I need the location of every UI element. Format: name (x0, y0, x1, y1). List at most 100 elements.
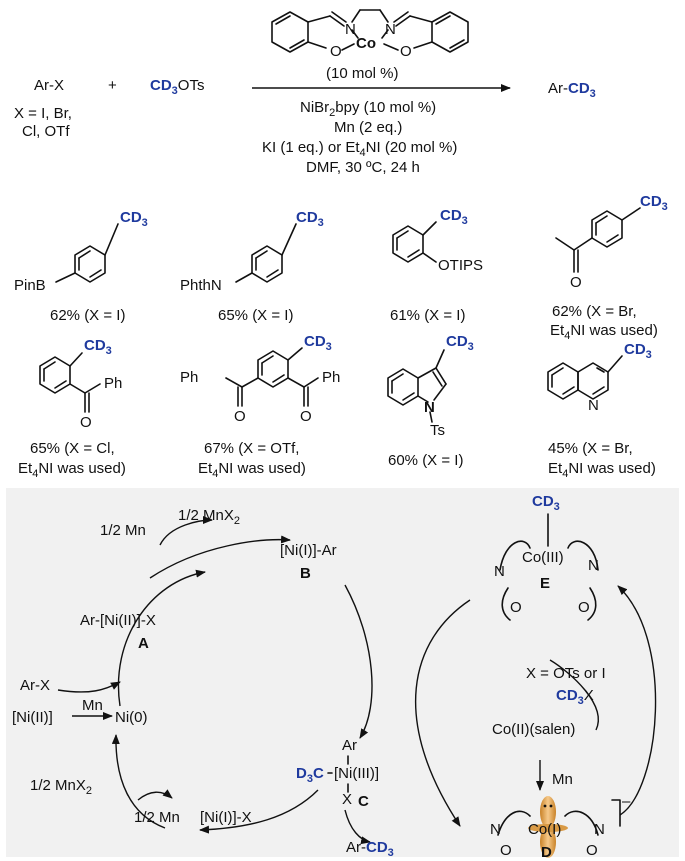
co1-n-left: N (490, 821, 501, 838)
product-4-cd3: CD3 (640, 193, 668, 213)
species-co2salen: Co(II)(salen) (492, 721, 575, 738)
product-7-yield: 60% (X = I) (388, 452, 463, 469)
label-b: B (300, 565, 311, 582)
catalyst-loading: (10 mol %) (326, 65, 399, 82)
product-1-pinb: PinB (14, 277, 46, 294)
reactant-note-line2: Cl, OTf (22, 123, 70, 140)
product-6-o-right: O (300, 408, 312, 425)
reactant-note-line1: X = I, Br, (14, 105, 72, 122)
reaction-header: Ar-X X = I, Br, Cl, OTf + CD3OTs N N (14, 9, 596, 176)
reactant-ar-x: Ar-X (34, 77, 64, 94)
product-8-yield-line2: Et4NI was used) (548, 460, 656, 480)
species-ni3: [Ni(III)] (334, 765, 379, 782)
species-d3c: D3C (296, 765, 324, 785)
product-4: CD3 O 62% (X = Br, Et4NI was used) (550, 193, 668, 342)
product-5-ph: Ph (104, 375, 122, 392)
product-4-yield-line2: Et4NI was used) (550, 322, 658, 342)
species-ar-cd3: Ar-CD3 (346, 839, 394, 859)
product-5-yield: 65% (X = Cl, (30, 440, 115, 457)
product-1: CD3 PinB 62% (X = I) (14, 209, 148, 324)
species-ar-ni2-x: Ar-[Ni(II)]-X (80, 612, 156, 629)
product-8-yield: 45% (X = Br, (548, 440, 633, 457)
species-x-bottom: X (342, 791, 352, 808)
label-mn-left: Mn (82, 697, 103, 714)
label-d: D (541, 844, 552, 861)
product-3-otips: OTIPS (438, 257, 483, 274)
dz2-orbital-lower (540, 826, 556, 858)
species-co1: Co(I) (528, 821, 561, 838)
product-8-n: N (588, 397, 599, 414)
co1-o-left: O (500, 842, 512, 859)
co3-o-left: O (510, 599, 522, 616)
dz2-orbital-upper (540, 796, 556, 828)
label-half-mnx2-bottom: 1/2 MnX2 (30, 777, 92, 797)
product-3-yield: 61% (X = I) (390, 307, 465, 324)
co1-o-right: O (586, 842, 598, 859)
product-8-cd3: CD3 (624, 341, 652, 361)
condition-dmf: DMF, 30 ºC, 24 h (306, 159, 420, 176)
charge-minus: – (622, 793, 631, 810)
co3-n-left: N (494, 563, 505, 580)
product-5-yield-line2: Et4NI was used) (18, 460, 126, 480)
nickel-cycle: 1/2 Mn 1/2 MnX2 [Ni(I)]-Ar B Ar-[Ni(II)]… (12, 507, 394, 859)
co3-o-right: O (578, 599, 590, 616)
product-2-cd3: CD3 (296, 209, 324, 229)
product-6-yield: 67% (X = OTf, (204, 440, 299, 457)
condition-ki: KI (1 eq.) or Et4NI (20 mol %) (262, 139, 457, 159)
dz2-orbital-torus (528, 824, 568, 832)
product-7: CD3 N Ts 60% (X = I) (387, 333, 474, 469)
cobalt-cycle: CD3 N N Co(III) O O E X = OTs or I CD3X … (415, 493, 657, 861)
reagent-cd3ots: CD3OTs (150, 77, 204, 97)
co-salen-catalyst: N N Co O O (10 mol %) (271, 9, 469, 82)
label-half-mn-top: 1/2 Mn (100, 522, 146, 539)
co3-n-right: N (588, 557, 599, 574)
product-5-o: O (80, 414, 92, 431)
product-2-phthn: PhthN (180, 277, 222, 294)
label-half-mnx2-top: 1/2 MnX2 (178, 507, 240, 527)
species-co3: Co(III) (522, 549, 564, 566)
co1-n-right: N (594, 821, 605, 838)
species-ni0: Ni(0) (115, 709, 148, 726)
product-8: CD3 N 45% (X = Br, Et4NI was used) (547, 341, 656, 480)
product-3-cd3: CD3 (440, 207, 468, 227)
catalyst-n-left: N (345, 21, 356, 38)
product-6-ph-left: Ph (180, 369, 198, 386)
species-ar-top: Ar (342, 737, 357, 754)
condition-mn: Mn (2 eq.) (334, 119, 402, 136)
species-ni2: [Ni(II)] (12, 709, 53, 726)
product-7-n: N (424, 399, 435, 416)
product-1-yield: 62% (X = I) (50, 307, 125, 324)
plus-sign: + (108, 77, 117, 94)
co3-cd3: CD3 (532, 493, 560, 513)
product-7-ts: Ts (430, 422, 445, 439)
label-e: E (540, 575, 550, 592)
condition-nibr2bpy: NiBr2bpy (10 mol %) (300, 99, 436, 119)
product-ar-cd3: Ar-CD3 (548, 80, 596, 100)
species-ni1-x: [Ni(I)]-X (200, 809, 252, 826)
label-half-mn-bottom: 1/2 Mn (134, 809, 180, 826)
product-2-yield: 65% (X = I) (218, 307, 293, 324)
product-6-yield-line2: Et4NI was used) (198, 460, 306, 480)
product-7-cd3: CD3 (446, 333, 474, 353)
species-ar-x: Ar-X (20, 677, 50, 694)
species-ni1-ar: [Ni(I)]-Ar (280, 542, 337, 559)
product-6-cd3: CD3 (304, 333, 332, 353)
product-6-ph-right: Ph (322, 369, 340, 386)
product-4-o: O (570, 274, 582, 291)
catalyst-o-right: O (400, 43, 412, 60)
label-a: A (138, 635, 149, 652)
product-5: CD3 Ph O 65% (X = Cl, Et4NI was used) (18, 337, 126, 480)
product-3: CD3 OTIPS 61% (X = I) (390, 207, 483, 324)
product-5-cd3: CD3 (84, 337, 112, 357)
product-6: CD3 Ph Ph O O 67% (X = OTf, Et4NI was us… (180, 333, 340, 480)
product-1-cd3: CD3 (120, 209, 148, 229)
label-cd3x: CD3X (556, 687, 594, 707)
label-x-eq: X = OTs or I (526, 665, 606, 682)
label-mn-right: Mn (552, 771, 573, 788)
catalyst-o-left: O (330, 43, 342, 60)
product-4-yield: 62% (X = Br, (552, 303, 637, 320)
product-6-o-left: O (234, 408, 246, 425)
label-c: C (358, 793, 369, 810)
catalyst-n-right: N (385, 21, 396, 38)
